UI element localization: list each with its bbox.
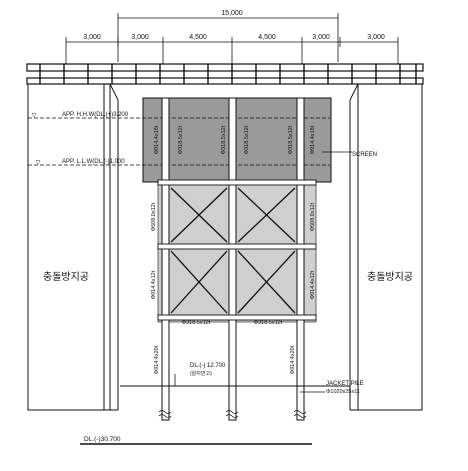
brace-level-3 [157, 314, 317, 321]
member-label: Φ914.4x12t [151, 270, 157, 299]
member-label: Φ318.5x12t [244, 125, 250, 154]
collision-label-left: 충돌방지공 [43, 271, 89, 283]
collision-protection-right: 충돌방지공 [349, 83, 423, 411]
member-label: Φ318.5x12t [254, 320, 283, 326]
member-label: Φ914.4x20t [154, 345, 160, 374]
span-dimension-1: 3,000 [83, 34, 101, 41]
member-label: Φ508.0x12t [151, 202, 157, 231]
member-label: Φ318.5x12t [221, 125, 227, 154]
member-label: Φ914.4x20t [290, 345, 296, 374]
member-label: Φ914.4x18t [154, 125, 160, 154]
span-dimension-3: 4,500 [189, 34, 207, 41]
jacket-pile-spec: Φ1020x25x11 [326, 389, 360, 395]
horizontal-braces [157, 179, 317, 321]
span-ticks [65, 37, 399, 64]
collision-block-left [27, 83, 111, 411]
hhw-label: APP. H.H.W(DL.(+)3.200 [62, 112, 129, 118]
deck [26, 63, 424, 85]
span-dimension-6: 3,000 [367, 34, 385, 41]
collision-block-edge [349, 83, 359, 101]
member-label: Φ318.5x12t [178, 125, 184, 154]
collision-block-edge [109, 83, 119, 101]
seabed-note: (원지반고) [190, 370, 212, 377]
hhw-mark: ▽ [32, 113, 37, 119]
member-label: Φ318.5x12t [182, 320, 211, 326]
span-dimension-5: 3,000 [312, 34, 330, 41]
brace-level-2 [157, 243, 317, 250]
collision-block-right [357, 83, 423, 411]
pile-leg-left [161, 97, 170, 421]
seabed-level: DL.(-) 12.700 [190, 363, 226, 369]
screen-label: SCREEN [352, 152, 377, 158]
deck-posts [39, 64, 417, 84]
jacket-pile-label: JACKET PILE [326, 381, 364, 387]
collision-label-right: 충돌방지공 [367, 271, 413, 283]
brace-level-1 [157, 179, 317, 186]
member-label: Φ508.0x12t [310, 202, 316, 231]
overall-dimension: 15,000 [221, 10, 243, 17]
jacket-pile-callout: JACKET PILE Φ1020x25x11 [300, 381, 364, 395]
llw-mark: ▽ [36, 160, 41, 166]
member-label: Φ914.4x18t [310, 125, 316, 154]
member-label: Φ914.4x12t [310, 270, 316, 299]
llw-label: APP. L.L.W(DL.(-)1.000 [62, 159, 125, 165]
seabed: DL.(-) 12.700 (원지반고) [120, 363, 350, 387]
deck-top-rail [26, 63, 424, 72]
pile-tip: DL.(-)30.700 [80, 436, 312, 445]
screen: SCREEN [322, 151, 377, 158]
member-label: Φ318.5x12t [288, 125, 294, 154]
span-dimension-4: 4,500 [258, 34, 276, 41]
span-dimension-2: 3,000 [131, 34, 149, 41]
pile-tip-level: DL.(-)30.700 [84, 436, 121, 443]
pile-leg-right [296, 97, 305, 421]
member-labels: Φ914.4x18t Φ318.5x12t Φ318.5x12t Φ318.5x… [151, 125, 316, 374]
collision-protection-left: 충돌방지공 [27, 83, 119, 411]
deck-girder [26, 77, 424, 85]
x-bracing [170, 187, 296, 314]
pile-leg-center [228, 97, 237, 421]
break-marks [158, 410, 307, 418]
water-levels: ▽ APP. H.H.W(DL.(+)3.200 ▽ APP. L.L.W(DL… [28, 112, 330, 166]
pile-legs [161, 97, 305, 421]
dimension-chain: 15,000 3,000 3,000 4,500 4,500 3,000 3,0… [65, 10, 399, 64]
